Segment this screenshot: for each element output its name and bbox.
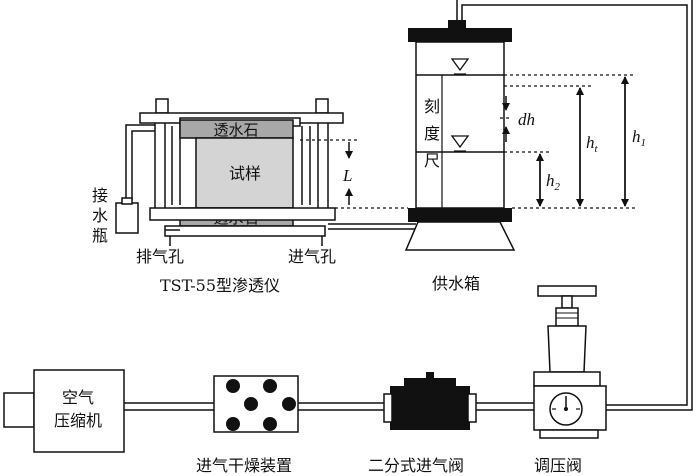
h1-label: h1 (632, 127, 646, 149)
tank-top-knob (448, 20, 466, 30)
bolt-top-left (155, 98, 169, 114)
permeameter: 透水石 试样 透水石 L 接 水 瓶 排气孔 进气孔 TST-55型渗透仪 (92, 98, 360, 295)
inlet-hole-label: 进气孔 (288, 247, 336, 266)
ht-label: ht (586, 133, 599, 155)
pressure-valve: 调压阀 (533, 285, 607, 475)
air-compressor: 空气 压缩机 (3, 369, 125, 453)
tank-stand (404, 221, 516, 251)
L-label: L (342, 166, 352, 185)
sample (195, 137, 294, 209)
water-bottle-label-2: 水 (92, 206, 108, 225)
pressure-valve-label: 调压阀 (534, 456, 582, 475)
water-level-top (450, 58, 470, 72)
exhaust-hole-label: 排气孔 (136, 247, 184, 266)
air-dryer: 进气干燥装置 (196, 375, 299, 475)
dh-label: dh (518, 110, 535, 129)
permeameter-caption: TST-55型渗透仪 (160, 276, 280, 295)
water-tank-caption: 供水箱 (432, 274, 480, 293)
tank-bottom-cap (408, 208, 512, 222)
base-foot (164, 225, 326, 237)
two-way-valve: 二分式进气阀 (368, 372, 477, 475)
water-level-bottom (450, 135, 470, 149)
scale-label-1: 刻 (424, 97, 440, 116)
sample-label: 试样 (229, 164, 261, 183)
dryer-label: 进气干燥装置 (196, 456, 292, 475)
valve-label: 二分式进气阀 (368, 456, 464, 475)
scale-label-3: 尺 (424, 151, 440, 170)
porous-stone-top-label: 透水石 (213, 121, 258, 139)
compressor-label-1: 空气 (62, 388, 94, 407)
h2-label: h2 (546, 171, 561, 193)
bolt-top-right (315, 98, 329, 114)
compressor-label-2: 压缩机 (54, 411, 102, 430)
water-tank: 刻 度 尺 供水箱 (404, 20, 516, 293)
tank-top-cap (408, 28, 512, 42)
water-bottle (115, 202, 139, 234)
water-bottle-label-3: 瓶 (92, 226, 108, 245)
base-plate (149, 207, 336, 221)
scale-label-2: 度 (424, 124, 440, 143)
water-bottle-label-1: 接 (92, 186, 108, 205)
